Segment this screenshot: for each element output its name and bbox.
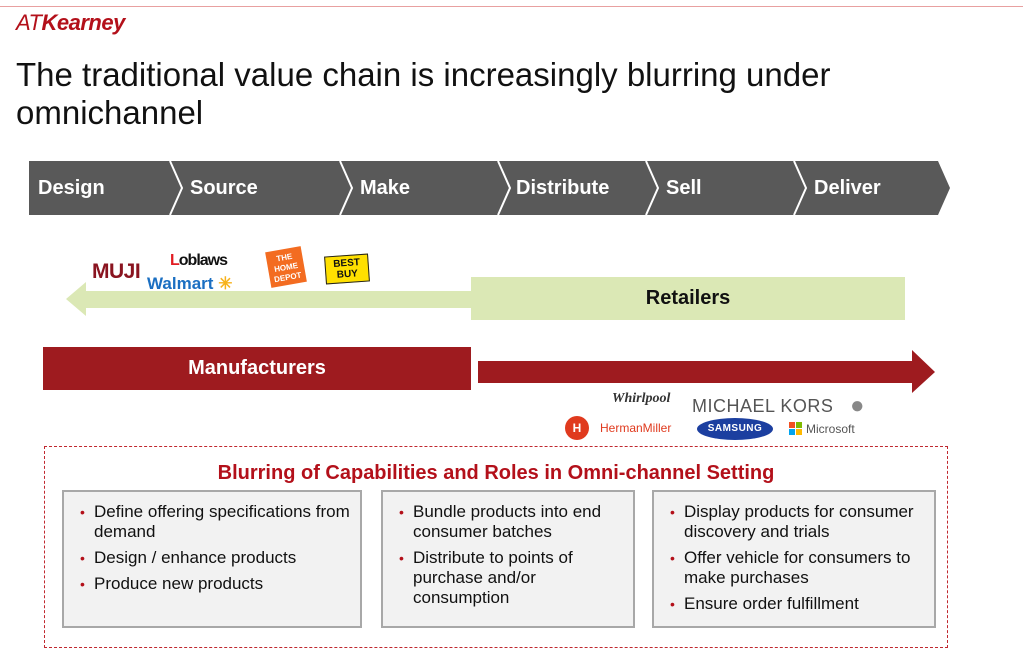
loblaws-logo: Loblaws xyxy=(170,252,228,269)
list-item: Display products for consumer discovery … xyxy=(664,502,924,542)
michael-kors-logo: MICHAEL KORS xyxy=(692,396,834,416)
list-item: Design / enhance products xyxy=(74,548,350,568)
manufacturers-label: Manufacturers xyxy=(188,357,326,379)
microsoft-logo: Microsoft xyxy=(806,422,855,436)
list-item: Ensure order fulfillment xyxy=(664,594,924,614)
chevron-label-distribute: Distribute xyxy=(516,177,610,199)
manufacturers-arrow xyxy=(478,350,935,393)
page-title: The traditional value chain is increasin… xyxy=(16,56,831,131)
walmart-logo: Walmart ✳ xyxy=(147,274,233,293)
best-buy-logo: BEST BUY xyxy=(324,253,370,285)
chevron-distribute xyxy=(498,161,658,215)
capabilities-panel-retail: Display products for consumer discovery … xyxy=(652,490,936,628)
blurring-section xyxy=(44,446,948,648)
kearney-logo: ATKearney xyxy=(16,10,125,35)
muji-logo: MUJI xyxy=(92,260,141,283)
chevron-label-sell: Sell xyxy=(666,177,702,199)
whirlpool-logo: Whirlpool xyxy=(612,391,671,406)
microsoft-icon xyxy=(789,422,803,436)
chevron-source xyxy=(170,161,352,215)
list-item: Offer vehicle for consumers to make purc… xyxy=(664,548,924,588)
chevron-make xyxy=(340,161,510,215)
chevron-sell xyxy=(646,161,806,215)
capabilities-panel-manufacturing: Define offering specifications from dema… xyxy=(62,490,362,628)
chevron-label-make: Make xyxy=(360,177,411,199)
value-chain xyxy=(29,160,950,216)
apple-icon: ● xyxy=(850,392,865,419)
retailers-arrow xyxy=(66,282,471,316)
chevron-label-source: Source xyxy=(190,177,258,199)
chevron-deliver xyxy=(794,161,950,215)
home-depot-logo: THE HOME DEPOT xyxy=(265,246,307,288)
herman-miller-icon: H xyxy=(565,416,589,440)
retailers-label: Retailers xyxy=(645,287,731,309)
chevron-label-deliver: Deliver xyxy=(814,177,881,199)
blurring-title: Blurring of Capabilities and Roles in Om… xyxy=(217,462,775,484)
samsung-logo: SAMSUNG xyxy=(697,418,773,440)
list-item: Produce new products xyxy=(74,574,350,594)
retailers-band xyxy=(471,277,905,320)
chevron-label-design: Design xyxy=(38,177,105,199)
list-item: Bundle products into end consumer batche… xyxy=(393,502,623,542)
top-rule xyxy=(0,6,1023,7)
chevron-design xyxy=(29,161,182,215)
manufacturers-band xyxy=(43,347,471,390)
list-item: Distribute to points of purchase and/or … xyxy=(393,548,623,608)
capabilities-panel-distribution: Bundle products into end consumer batche… xyxy=(381,490,635,628)
list-item: Define offering specifications from dema… xyxy=(74,502,350,542)
herman-miller-logo: HermanMiller xyxy=(600,421,672,435)
